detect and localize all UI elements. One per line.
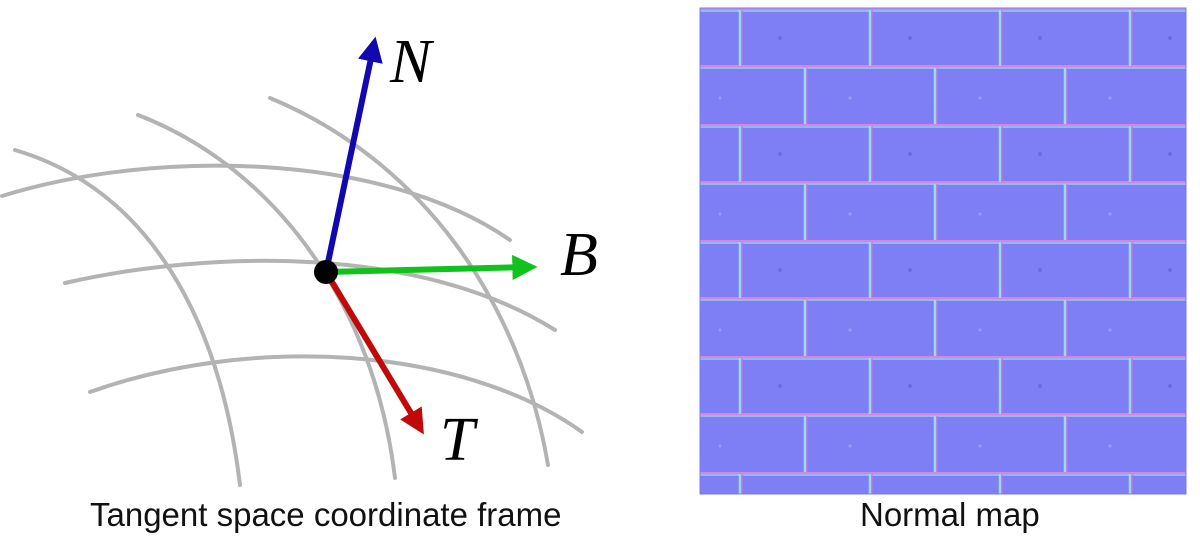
grid-line-horizontal	[88, 354, 584, 434]
tangent-vector-arrow	[323, 270, 424, 435]
normal-map-caption: Normal map	[860, 496, 1040, 533]
grid-line-vertical	[13, 148, 242, 487]
normal-label: N	[389, 28, 435, 96]
surface-point	[314, 260, 338, 284]
tangent-space-caption: Tangent space coordinate frame	[90, 496, 562, 533]
grid-line-vertical	[136, 113, 397, 480]
normal-vector-arrow	[323, 36, 383, 273]
surface-grid	[0, 96, 584, 487]
normal-map-image	[699, 7, 1187, 495]
bitangent-label: B	[560, 221, 598, 289]
bitangent-vector-arrow	[325, 254, 538, 281]
tangent-label: T	[440, 406, 479, 474]
grid-line-vertical	[268, 96, 550, 467]
grid-line-horizontal	[0, 163, 512, 242]
grid-line-horizontal	[63, 258, 557, 332]
